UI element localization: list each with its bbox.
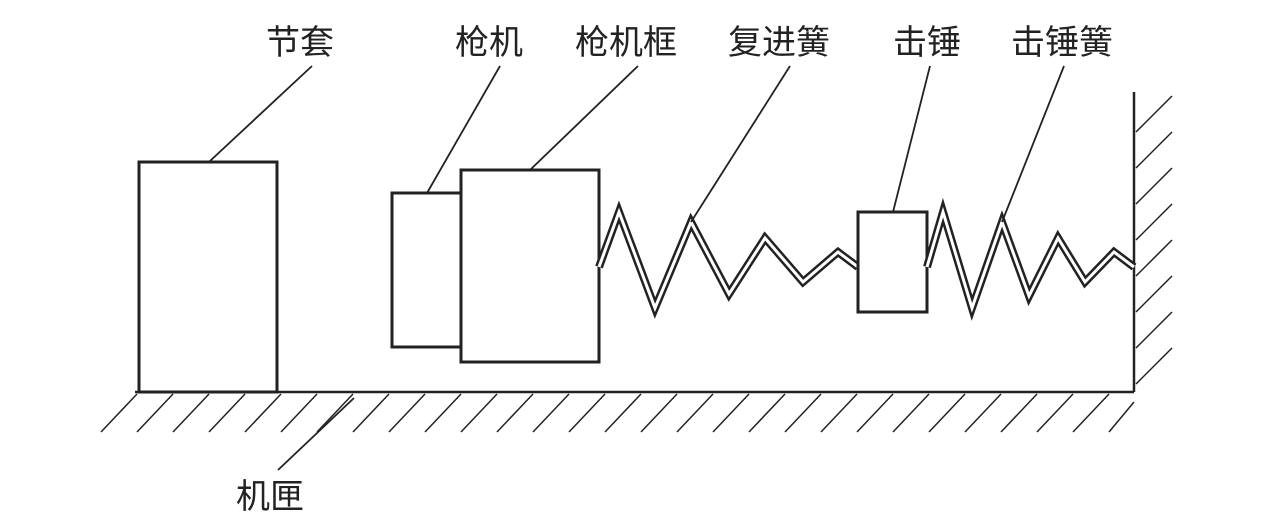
- label-hammer-spring: 击锤簧: [1011, 23, 1113, 63]
- bushing-block: [137, 160, 279, 394]
- label-bolt: 枪机: [455, 23, 523, 63]
- label-receiver: 机匣: [236, 477, 304, 517]
- label-bushing: 节套: [266, 23, 334, 63]
- label-recoil-spring: 复进簧: [728, 23, 830, 63]
- leader-receiver: [277, 397, 355, 471]
- bolt-carrier-block: [459, 168, 601, 364]
- leader-hammer-spring: [1001, 65, 1065, 223]
- bolt-block: [390, 191, 463, 349]
- receiver: [135, 92, 1136, 394]
- hammer-spring: [923, 197, 1137, 321]
- leader-bolt: [426, 65, 501, 194]
- recoil-spring: [595, 200, 861, 319]
- leader-bushing: [209, 65, 313, 162]
- leader-hammer: [892, 65, 931, 213]
- label-bolt-carrier: 枪机框: [575, 23, 677, 63]
- wall-hatching: [1135, 95, 1173, 385]
- leader-lines: [209, 65, 1065, 471]
- floor-hatching: [100, 393, 1135, 433]
- leader-recoil-spring: [690, 65, 791, 223]
- label-hammer: 击锤: [893, 23, 961, 63]
- leader-bolt-carrier: [529, 65, 639, 171]
- hammer-block: [856, 210, 929, 314]
